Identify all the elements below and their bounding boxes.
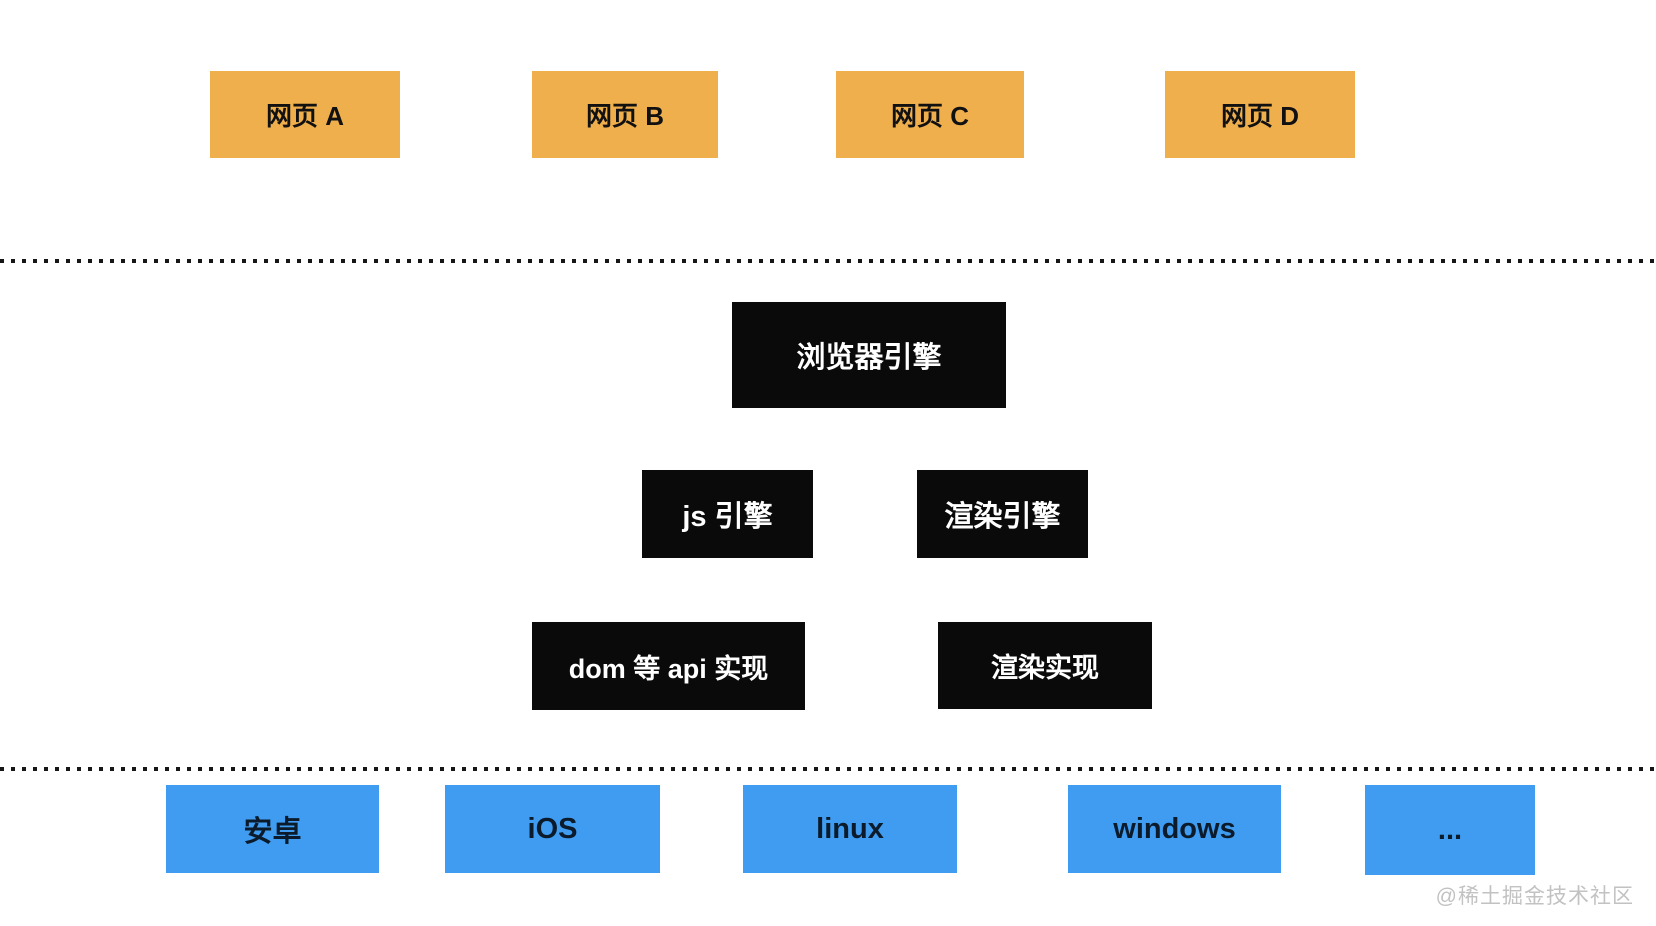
os-windows-label: windows [1113, 812, 1236, 845]
js-engine-box: js 引擎 [642, 470, 813, 558]
webpage-d-label: 网页 D [1220, 101, 1299, 131]
os-linux-label: linux [816, 812, 884, 845]
os-android-label: 安卓 [243, 816, 302, 848]
js-engine-label: js 引擎 [682, 501, 773, 533]
webpage-d-box: 网页 D [1165, 71, 1355, 158]
webpage-b-label: 网页 B [585, 101, 664, 131]
render-engine-label: 渲染引擎 [944, 501, 1061, 533]
dom-api-impl-label: dom 等 api 实现 [568, 653, 769, 684]
watermark: @稀土掘金技术社区 [1435, 885, 1634, 908]
render-engine-box: 渲染引擎 [917, 470, 1088, 558]
os-android-box: 安卓 [166, 785, 379, 873]
webpage-b-box: 网页 B [532, 71, 718, 158]
webpage-c-box: 网页 C [836, 71, 1024, 158]
separator-line-bottom [0, 767, 1656, 771]
os-ios-label: iOS [527, 812, 578, 845]
webpage-a-box: 网页 A [210, 71, 400, 158]
dom-api-impl-box: dom 等 api 实现 [532, 622, 805, 710]
render-impl-box: 渲染实现 [938, 622, 1152, 709]
os-more-label: ... [1437, 813, 1463, 846]
os-linux-box: linux [743, 785, 957, 873]
browser-engine-label: 浏览器引擎 [796, 342, 942, 374]
separator-line-top [0, 259, 1656, 263]
browser-engine-box: 浏览器引擎 [732, 302, 1006, 408]
webpage-c-label: 网页 C [890, 101, 969, 131]
os-windows-box: windows [1068, 785, 1281, 873]
os-ios-box: iOS [445, 785, 660, 873]
render-impl-label: 渲染实现 [991, 653, 1099, 683]
webpage-a-label: 网页 A [265, 101, 344, 131]
os-more-box: ... [1365, 785, 1535, 875]
